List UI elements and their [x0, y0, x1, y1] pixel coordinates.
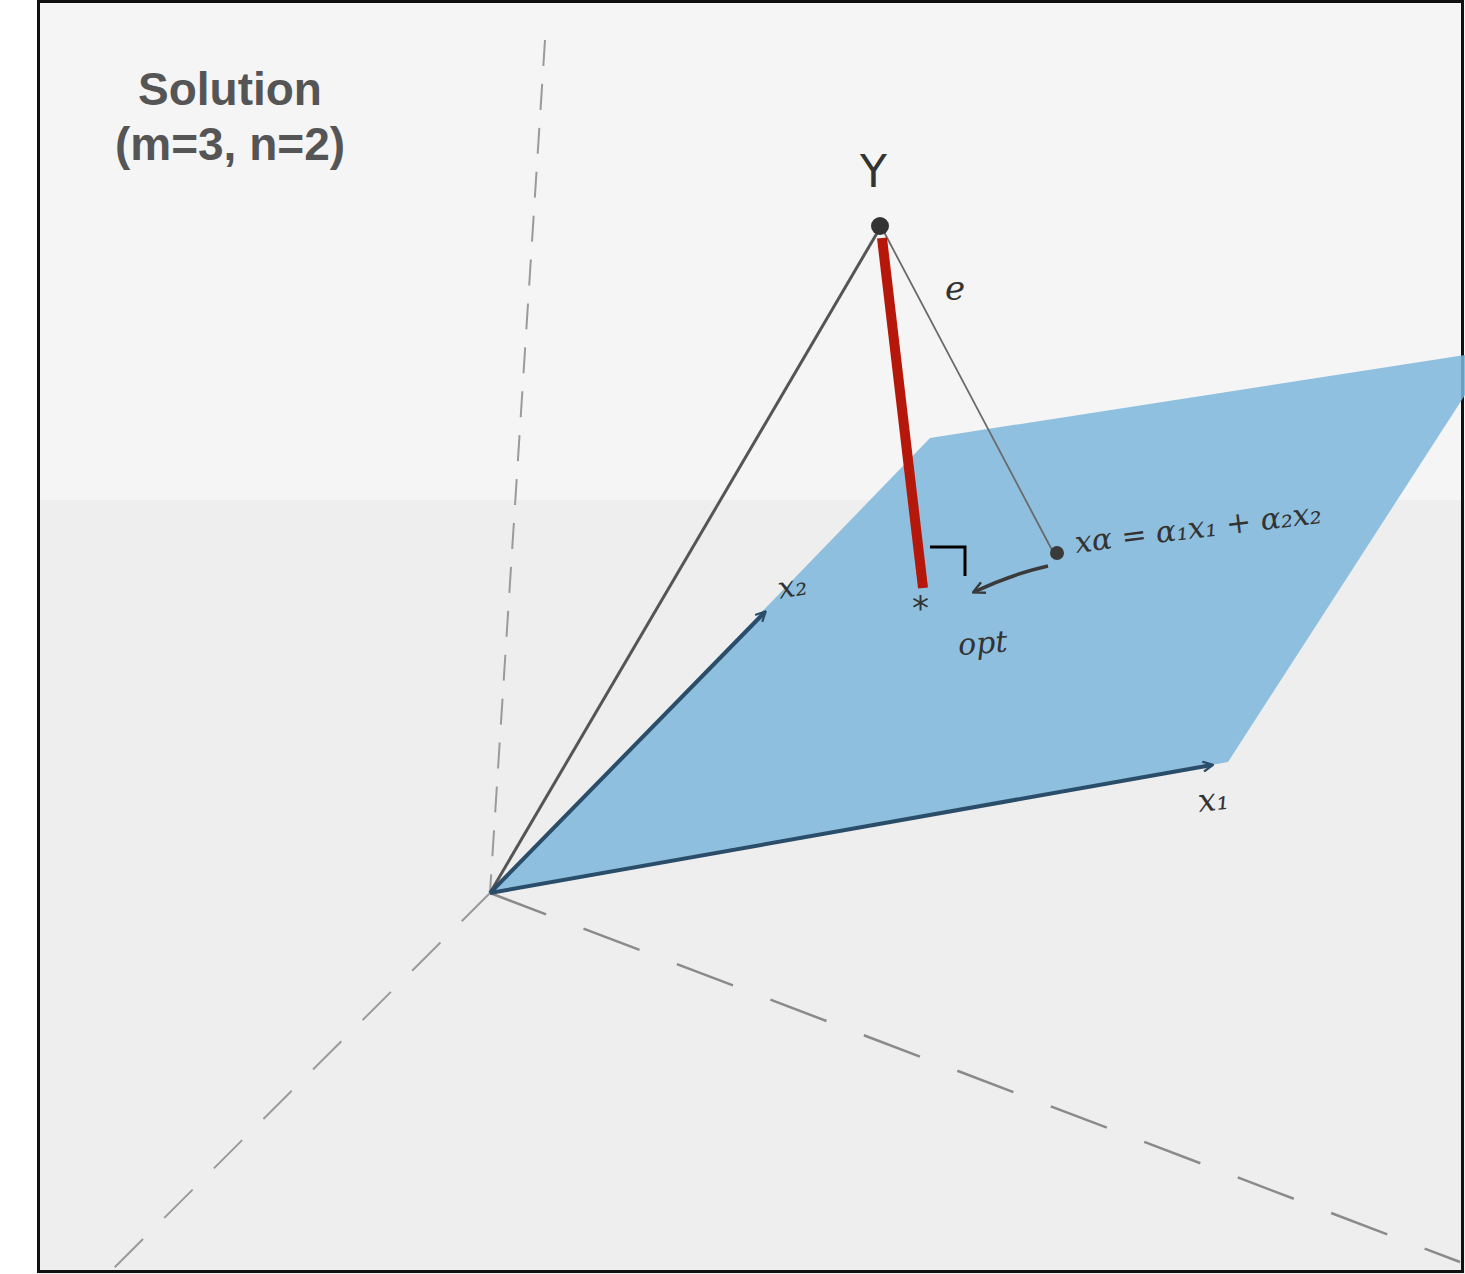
point-y [871, 217, 889, 235]
opt-label: opt [957, 625, 1009, 661]
axis-vertical [490, 40, 545, 893]
point-x-alpha [1050, 546, 1064, 560]
basis-label: x₂ [775, 567, 809, 605]
vector-label: Y [860, 148, 887, 196]
basis-vector-x2 [490, 612, 765, 893]
opt-arrow [974, 566, 1048, 592]
axis-left [110, 893, 490, 1272]
error-label: e [945, 270, 965, 307]
right-angle-mark [930, 547, 965, 576]
diagram-title: Solution (m=3, n=2) [100, 62, 360, 172]
orthogonal-residual [882, 238, 923, 588]
column-space-plane [490, 355, 1465, 893]
basis-label: x₁ [1196, 781, 1230, 819]
optimum-mark: * [912, 590, 929, 627]
paper [37, 0, 1465, 1274]
axis-right [490, 893, 1460, 1262]
